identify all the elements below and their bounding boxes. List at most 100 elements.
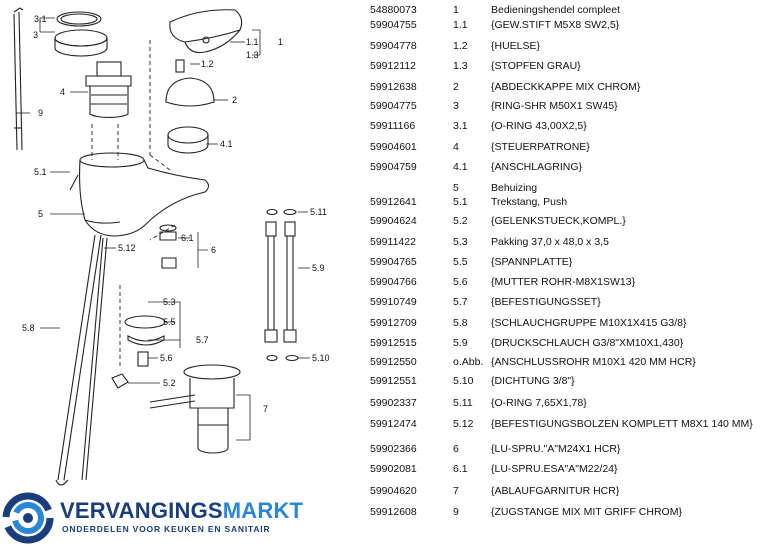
part-description: {ABLAUFGARNITUR HCR} xyxy=(491,485,620,497)
parts-list: 54880073 1 Bedieningshendel compleet 599047… xyxy=(370,0,760,530)
label-4.1: 4.1 xyxy=(220,139,233,149)
label-6.1: 6.1 xyxy=(181,233,194,243)
part-code: 59911422 xyxy=(370,236,416,248)
part-description: {DICHTUNG 3/8"} xyxy=(491,375,575,387)
aerator-part xyxy=(159,224,177,269)
label-5: 5 xyxy=(38,209,43,219)
part-description: {GELENKSTUECK,KOMPL.} xyxy=(491,215,626,227)
part-position: 5.3 xyxy=(453,236,468,248)
part-code: 59912551 xyxy=(370,375,417,387)
label-5.3: 5.3 xyxy=(163,297,176,307)
part-description: Pakking 37,0 x 48,0 x 3,5 xyxy=(491,236,609,248)
part-description: {ABDECKKAPPE MIX CHROM} xyxy=(491,81,641,93)
joint-part xyxy=(111,373,129,389)
part-description: Bedieningshendel compleet xyxy=(491,4,621,16)
label-5.2: 5.2 xyxy=(163,378,176,388)
part-position: 1.1 xyxy=(453,19,468,31)
part-description: {STEUERPATRONE} xyxy=(491,141,590,153)
cartridge-part xyxy=(85,61,132,118)
part-position: 1.2 xyxy=(453,40,468,52)
circular-swirl-icon xyxy=(2,492,54,544)
part-code: 59912608 xyxy=(370,506,417,518)
faucet-drawing: 3.1 3 4 9 1.1 1 1.2 1.3 2 4.1 5.1 5 6.1 … xyxy=(13,7,330,486)
label-5.11: 5.11 xyxy=(310,207,327,217)
part-position: 5 xyxy=(453,182,459,194)
part-description: {BEFESTIGUNGSBOLZEN KOMPLETT M8X1 140 MM… xyxy=(491,418,753,430)
label-1.1: 1.1 xyxy=(246,37,259,47)
faucet-body-part xyxy=(69,152,210,237)
part-position: 9 xyxy=(453,506,459,518)
part-position: 5.10 xyxy=(453,375,474,387)
sleeve-part xyxy=(175,59,185,73)
part-code: 59912641 xyxy=(370,196,417,208)
part-position: 1 xyxy=(453,4,459,16)
label-5.10: 5.10 xyxy=(312,353,330,363)
label-5.12: 5.12 xyxy=(118,243,136,253)
part-code: 59912709 xyxy=(370,317,417,329)
mounting-set-part xyxy=(124,315,166,367)
part-description: {SPANNPLATTE} xyxy=(491,256,573,268)
label-1.3: 1.3 xyxy=(246,50,259,60)
part-position: 7 xyxy=(453,485,459,497)
label-5.7: 5.7 xyxy=(196,335,209,345)
part-description: Behuizing xyxy=(491,182,538,194)
part-code: 59902337 xyxy=(370,397,417,409)
part-code: 59904759 xyxy=(370,161,417,173)
label-1: 1 xyxy=(278,37,283,47)
pull-rod-part xyxy=(13,7,24,151)
part-description: {LU-SPRU."A"M24X1 HCR} xyxy=(491,443,621,455)
part-description: {ANSCHLUSSROHR M10X1 420 MM HCR} xyxy=(491,356,696,368)
part-description: {BEFESTIGUNGSSET} xyxy=(491,296,601,308)
part-code: 59904775 xyxy=(370,100,417,112)
part-description: {O-RING 7,65X1,78} xyxy=(491,397,587,409)
brand-logo: VERVANGINGSMARKT ONDERDELEN VOOR KEUKEN … xyxy=(2,490,304,545)
part-code: 59904601 xyxy=(370,141,417,153)
part-position: 6.1 xyxy=(453,463,468,475)
cover-cap-part xyxy=(165,77,215,107)
part-code: 59904755 xyxy=(370,19,417,31)
label-5.9: 5.9 xyxy=(312,263,325,273)
part-position: 2 xyxy=(453,81,459,93)
part-position: 5.5 xyxy=(453,256,468,268)
part-description: {HUELSE} xyxy=(491,40,541,52)
part-position: 5.11 xyxy=(453,397,473,409)
label-4: 4 xyxy=(60,87,65,97)
label-9: 9 xyxy=(38,108,43,118)
part-description: {DRUCKSCHLAUCH G3/8"XM10X1,430} xyxy=(491,337,684,349)
part-code: 54880073 xyxy=(370,4,417,16)
part-position: 3.1 xyxy=(453,120,468,132)
label-7: 7 xyxy=(263,404,268,414)
label-3: 3 xyxy=(33,30,38,40)
part-code: 59902366 xyxy=(370,443,417,455)
brand-tagline: ONDERDELEN VOOR KEUKEN EN SANITAIR xyxy=(62,524,271,534)
part-code: 59902081 xyxy=(370,463,417,475)
part-description: {MUTTER ROHR-M8X1SW13} xyxy=(491,276,636,288)
part-code: 59912515 xyxy=(370,337,417,349)
pressure-hose-part xyxy=(264,208,299,362)
part-position: 5.2 xyxy=(453,215,468,227)
part-code: 59912638 xyxy=(370,81,417,93)
part-position: 5.1 xyxy=(453,196,468,208)
part-position: 5.9 xyxy=(453,337,468,349)
part-code: 59911166 xyxy=(370,120,416,132)
part-code: 59904766 xyxy=(370,276,417,288)
part-description: {O-RING 43,00X2,5} xyxy=(491,120,587,132)
exploded-view-diagram: 3.1 3 4 9 1.1 1 1.2 1.3 2 4.1 5.1 5 6.1 … xyxy=(0,0,355,547)
part-position: 4.1 xyxy=(453,161,468,173)
part-code: 59910749 xyxy=(370,296,417,308)
part-position: 5.8 xyxy=(453,317,468,329)
part-position: o.Abb. xyxy=(453,356,484,368)
part-description: {ANSCHLAGRING} xyxy=(491,161,583,173)
ring-part xyxy=(54,11,108,57)
part-position: 1.3 xyxy=(453,60,468,72)
part-position: 5.6 xyxy=(453,276,468,288)
part-description: {GEW.STIFT M5X8 SW2,5} xyxy=(491,19,620,31)
part-position: 5.7 xyxy=(453,296,468,308)
brand-name-accent: MARKT xyxy=(222,498,304,523)
part-code: 59904620 xyxy=(370,485,417,497)
part-code: 59904778 xyxy=(370,40,417,52)
part-position: 4 xyxy=(453,141,459,153)
part-code: 59904765 xyxy=(370,256,417,268)
part-code: 59904624 xyxy=(370,215,417,227)
supply-hose-part xyxy=(55,234,108,486)
